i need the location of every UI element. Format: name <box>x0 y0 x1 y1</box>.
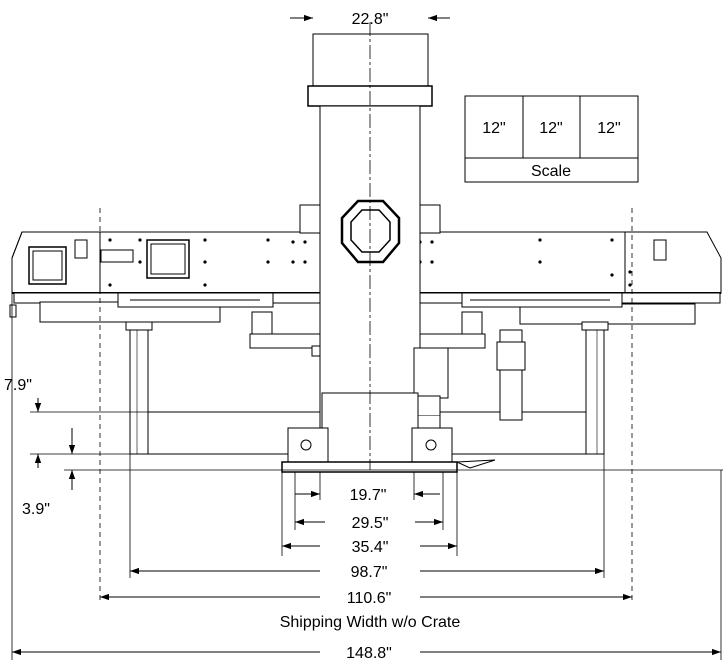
dim-overall-width: 148.8" <box>346 645 392 662</box>
scale-box: 12" 12" 12" Scale <box>464 95 639 183</box>
scale-cell-2: 12" <box>539 120 562 137</box>
dim-shipping-width: 110.6" <box>347 590 392 607</box>
dim-leg-span: 98.7" <box>351 564 388 581</box>
reference-lines <box>11 208 723 660</box>
dimension-labels: 22.8" 7.9" 3.9" 19.7" 29.5" 35.4" 98.7" … <box>4 11 460 662</box>
dim-height-lower: 3.9" <box>22 501 50 518</box>
scale-cell-3: 12" <box>597 120 620 137</box>
dim-column-top-width: 22.8" <box>352 11 389 28</box>
dim-base-outer: 35.4" <box>352 539 389 556</box>
scale-cell-1: 12" <box>482 120 505 137</box>
dimension-lines <box>12 14 721 656</box>
caption-shipping-width: Shipping Width w/o Crate <box>280 614 461 631</box>
dim-height-upper: 7.9" <box>4 377 32 394</box>
scale-label: Scale <box>531 163 571 180</box>
dim-base-inner: 19.7" <box>350 487 387 504</box>
dim-base-mid: 29.5" <box>352 515 389 532</box>
